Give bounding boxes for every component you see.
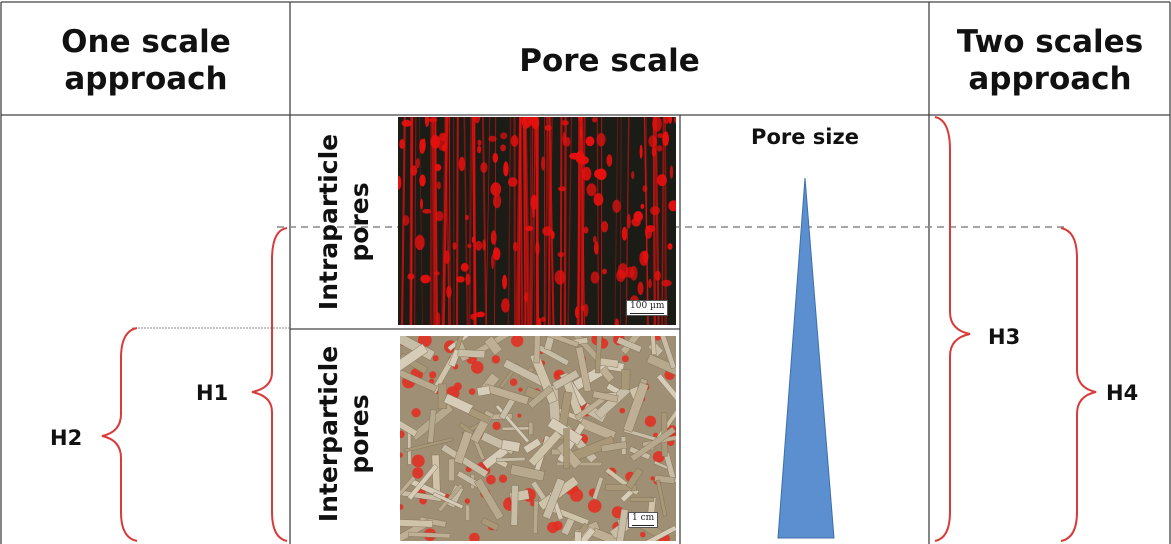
label-h2: H2	[50, 426, 83, 450]
bracket-h2	[101, 327, 138, 542]
label-h4: H4	[1106, 381, 1139, 405]
pore-size-triangle	[777, 177, 835, 539]
scalebar-100um: 100 µm	[626, 300, 669, 316]
interparticle-photo	[400, 336, 676, 541]
label-h3: H3	[988, 325, 1021, 349]
header-pore-scale: Pore scale	[519, 42, 700, 79]
bracket-h1	[251, 227, 288, 542]
bracket-h4	[1060, 227, 1097, 542]
bracket-h3	[934, 116, 971, 542]
intraparticle-micrograph	[398, 117, 676, 325]
label-h1: H1	[196, 381, 229, 405]
scalebar-1cm: 1 cm	[628, 512, 659, 528]
header-two-scales-approach: Two scales approach	[956, 24, 1144, 97]
pore-size-label: Pore size	[751, 125, 859, 149]
header-one-scale-approach: One scale approach	[61, 24, 231, 97]
